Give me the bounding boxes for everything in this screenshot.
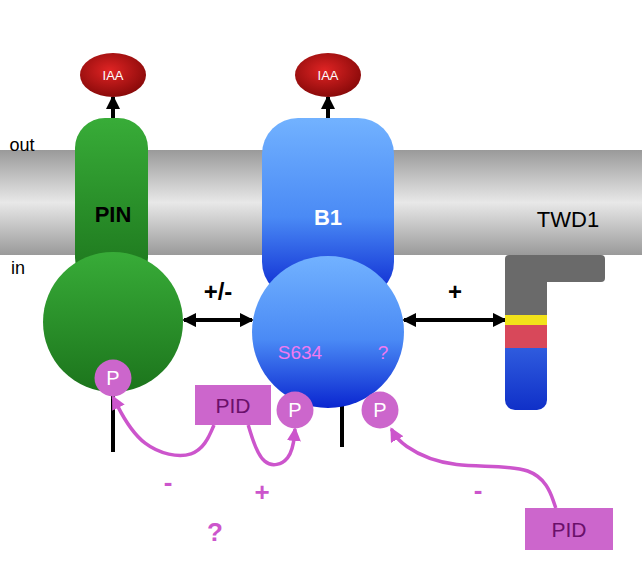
kinase-rect (525, 508, 613, 550)
node-text: IAA (318, 69, 339, 82)
phospho-site: P (94, 359, 132, 397)
node-text: P (373, 400, 386, 420)
node-text: PID (551, 519, 586, 540)
node-text: PIN (95, 204, 132, 226)
transporter-shape (43, 118, 183, 392)
molecule-shape (80, 53, 146, 97)
phospho-site: P (276, 391, 314, 429)
node-text: TWD1 (537, 209, 599, 231)
effect-sign: - (472, 477, 485, 503)
node-text: S634 (278, 343, 322, 362)
node-text: P (288, 400, 301, 420)
effect-sign: + (252, 479, 271, 505)
node-text: B1 (314, 207, 342, 229)
twd1-protein: TWD1 (505, 198, 612, 410)
interaction-arrow (111, 97, 115, 118)
twd1-shape (505, 255, 605, 410)
effect-sign: + (446, 280, 464, 304)
question-mark: ? (205, 519, 225, 545)
node-text: P (106, 368, 119, 388)
node-text: IAA (103, 69, 124, 82)
abcb1-transporter: B1S634? (252, 118, 404, 410)
region-label: out (7, 136, 36, 154)
phospho-circle (95, 360, 132, 397)
effect-sign: +/- (202, 280, 235, 304)
region-label: in (9, 259, 27, 277)
molecule-shape (295, 53, 361, 97)
phospho-site: P (361, 391, 399, 429)
kinase-rect (195, 385, 271, 425)
phosphorylation-arrow (248, 425, 295, 465)
transporter-shape (252, 118, 404, 408)
interaction-arrow (404, 318, 505, 322)
pin-transporter: PIN (42, 118, 184, 396)
phospho-circle (362, 392, 399, 429)
protein-tail (340, 405, 344, 447)
interaction-arrow (326, 97, 330, 118)
phospho-circle (277, 392, 314, 429)
node-text: ? (378, 343, 389, 362)
kinase-box: PID (525, 508, 613, 550)
auxin-molecule: IAA (80, 53, 146, 97)
auxin-molecule: IAA (295, 53, 361, 97)
effect-sign: - (162, 469, 175, 495)
kinase-box: PID (195, 385, 271, 425)
phosphorylation-arrow (391, 429, 555, 508)
interaction-arrow (184, 318, 252, 322)
node-text: PID (215, 395, 250, 416)
